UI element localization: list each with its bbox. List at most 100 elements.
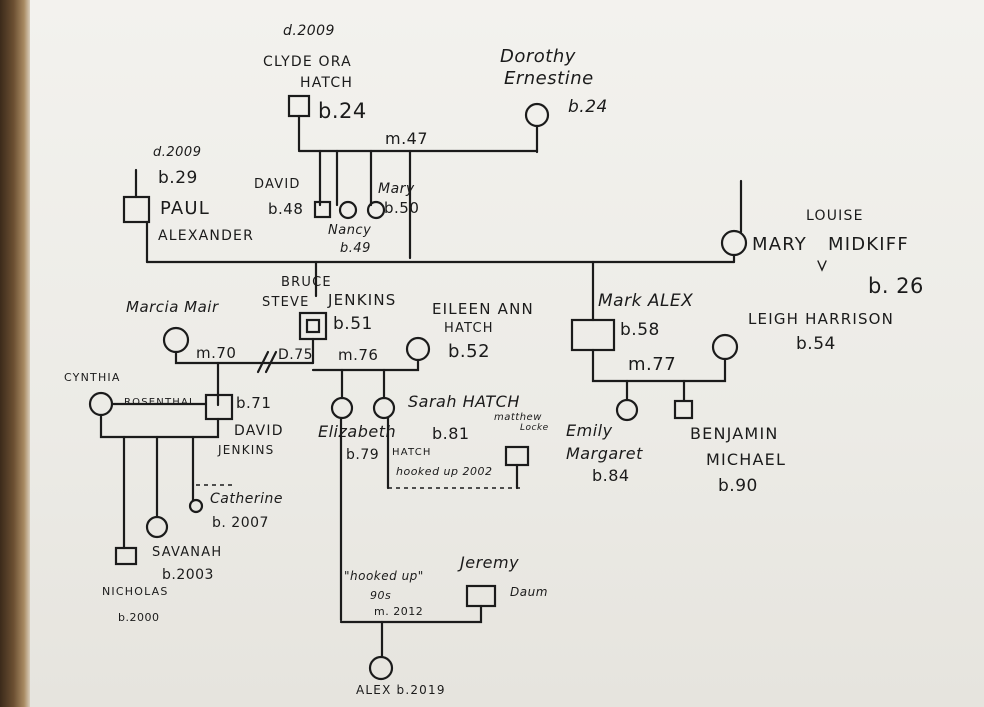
dorothy-middle-label: Ernestine	[504, 68, 594, 89]
clyde-surname-label: HATCH	[300, 75, 354, 91]
david-male-symbol	[313, 200, 332, 219]
marcia-name-label: Marcia Mair	[126, 298, 219, 316]
clyde-death-label: d.2009	[283, 23, 335, 39]
mary-female-symbol	[366, 200, 386, 220]
benjamin-birth-label: b.90	[718, 476, 758, 496]
elizabeth-name-label: Elizabeth	[318, 422, 397, 441]
paper-sheet	[18, 0, 984, 707]
elizabeth-jeremy-marriage-line	[339, 604, 483, 624]
savanah-female-symbol	[145, 515, 169, 539]
mary-name-label: Mary	[378, 181, 415, 197]
leigh-female-symbol	[711, 333, 739, 361]
marcia-marriage-label: m.70	[196, 344, 237, 362]
mark-male-symbol	[570, 318, 616, 352]
marcia-female-symbol	[162, 326, 190, 354]
leigh-name-label: LEIGH HARRISON	[748, 310, 895, 328]
insertion-caret-mark	[817, 260, 827, 272]
louise-birth-label: b. 26	[868, 274, 924, 298]
jeremy-marriage-label: m. 2012	[374, 605, 424, 618]
eileen-marriage-label: m.76	[338, 346, 379, 364]
alex-name-label: ALEX b.2019	[356, 683, 446, 697]
benjamin-male-symbol	[673, 399, 694, 420]
nicholas-birth-label: b.2000	[118, 611, 160, 624]
davidj-birth-label: b.71	[236, 394, 272, 412]
louise-middle-label: MARY	[752, 234, 807, 255]
sarah-surname-label: HATCH	[392, 447, 432, 458]
cynthia-female-symbol	[88, 391, 114, 417]
bruce-name-label: BRUCE	[281, 275, 332, 290]
bruce-male-symbol	[298, 311, 328, 341]
emily-female-symbol	[615, 398, 639, 422]
davidj-surname-label: JENKINS	[218, 443, 275, 457]
paul-name-label: PAUL	[160, 198, 211, 219]
gen5-child-lines	[122, 435, 195, 550]
emily-middle-label: Margaret	[566, 444, 643, 463]
gen2-child-lines	[318, 149, 373, 207]
matthew-male-symbol	[504, 445, 530, 467]
clyde-marriage-label: m.47	[385, 129, 429, 148]
divorce-marks	[256, 350, 278, 374]
bruce-birth-label: b.51	[333, 314, 373, 334]
elizabeth-female-symbol	[330, 396, 354, 420]
dorothy-female-symbol	[524, 102, 550, 128]
mark-name-label: Mark ALEX	[598, 291, 694, 311]
david-name-label: DAVID	[254, 177, 301, 192]
dorothy-birth-label: b.24	[568, 97, 608, 117]
nancy-birth-label: b.49	[340, 241, 371, 256]
mark-children-lines	[625, 379, 686, 402]
jeremy-name-label: Jeremy	[460, 553, 520, 572]
leigh-birth-label: b.54	[796, 334, 836, 354]
paul-birth-label: b.29	[158, 168, 198, 188]
eileen-female-symbol	[405, 336, 431, 362]
alex-female-symbol	[368, 655, 394, 681]
sarah-female-symbol	[372, 396, 396, 420]
paul-surname-label: ALEXANDER	[158, 228, 255, 244]
bruce-proband-inner	[305, 318, 321, 334]
mary-birth-label: b.50	[384, 199, 420, 217]
matthew-name-label: matthew	[494, 412, 542, 423]
eileen-surname-label: HATCH	[444, 321, 494, 336]
marcia-bruce-marriage-line	[174, 350, 315, 365]
eileen-birth-label: b.52	[448, 341, 491, 362]
david-birth-label: b.48	[268, 200, 304, 218]
cynthia-name-label: CYNTHIA	[64, 371, 121, 384]
matthew-surname-label: Locke	[520, 423, 549, 433]
nancy-female-symbol	[338, 200, 358, 220]
louise-name-label: LOUISE	[806, 208, 864, 224]
clyde-name-label: CLYDE ORA	[263, 54, 352, 70]
divorce-label: D.75	[278, 347, 314, 363]
mark-leigh-marriage-line	[591, 348, 727, 383]
hooked-2002-label: hooked up 2002	[396, 465, 493, 478]
davidj-sibship-line	[99, 413, 220, 439]
cynthia-surname-label: ROSENTHAL	[124, 397, 196, 408]
hooked-90s-decade-label: 90s	[370, 589, 392, 602]
eileen-name-label: EILEEN ANN	[432, 300, 534, 318]
catherine-name-label: Catherine	[210, 491, 283, 507]
nancy-name-label: Nancy	[328, 223, 372, 238]
benjamin-middle-label: MICHAEL	[706, 450, 787, 469]
savanah-name-label: SAVANAH	[152, 545, 223, 560]
nicholas-name-label: NICHOLAS	[102, 585, 169, 598]
emily-name-label: Emily	[566, 421, 613, 440]
emily-birth-label: b.84	[592, 466, 630, 485]
nicholas-male-symbol	[114, 546, 138, 566]
jeremy-male-symbol	[465, 584, 497, 608]
louise-female-symbol	[720, 229, 748, 257]
jeremy-surname-label: Daum	[510, 585, 548, 599]
benjamin-name-label: BENJAMIN	[690, 424, 779, 443]
elizabeth-birth-label: b.79	[346, 447, 380, 463]
catherine-birth-label: b. 2007	[212, 515, 269, 531]
gen4-child-lines	[340, 368, 386, 400]
bruce-middle-label: STEVE	[262, 295, 310, 310]
mark-birth-label: b.58	[620, 320, 660, 340]
sarah-name-label: Sarah HATCH	[408, 392, 520, 411]
clyde-birth-label: b.24	[318, 99, 367, 123]
clyde-male-symbol	[287, 94, 311, 118]
catherine-female-symbol	[188, 498, 204, 514]
dorothy-name-label: Dorothy	[500, 46, 576, 67]
bruce-surname-label: JENKINS	[328, 291, 397, 309]
paul-male-symbol	[122, 195, 151, 224]
bruce-eileen-marriage-line	[311, 358, 420, 372]
